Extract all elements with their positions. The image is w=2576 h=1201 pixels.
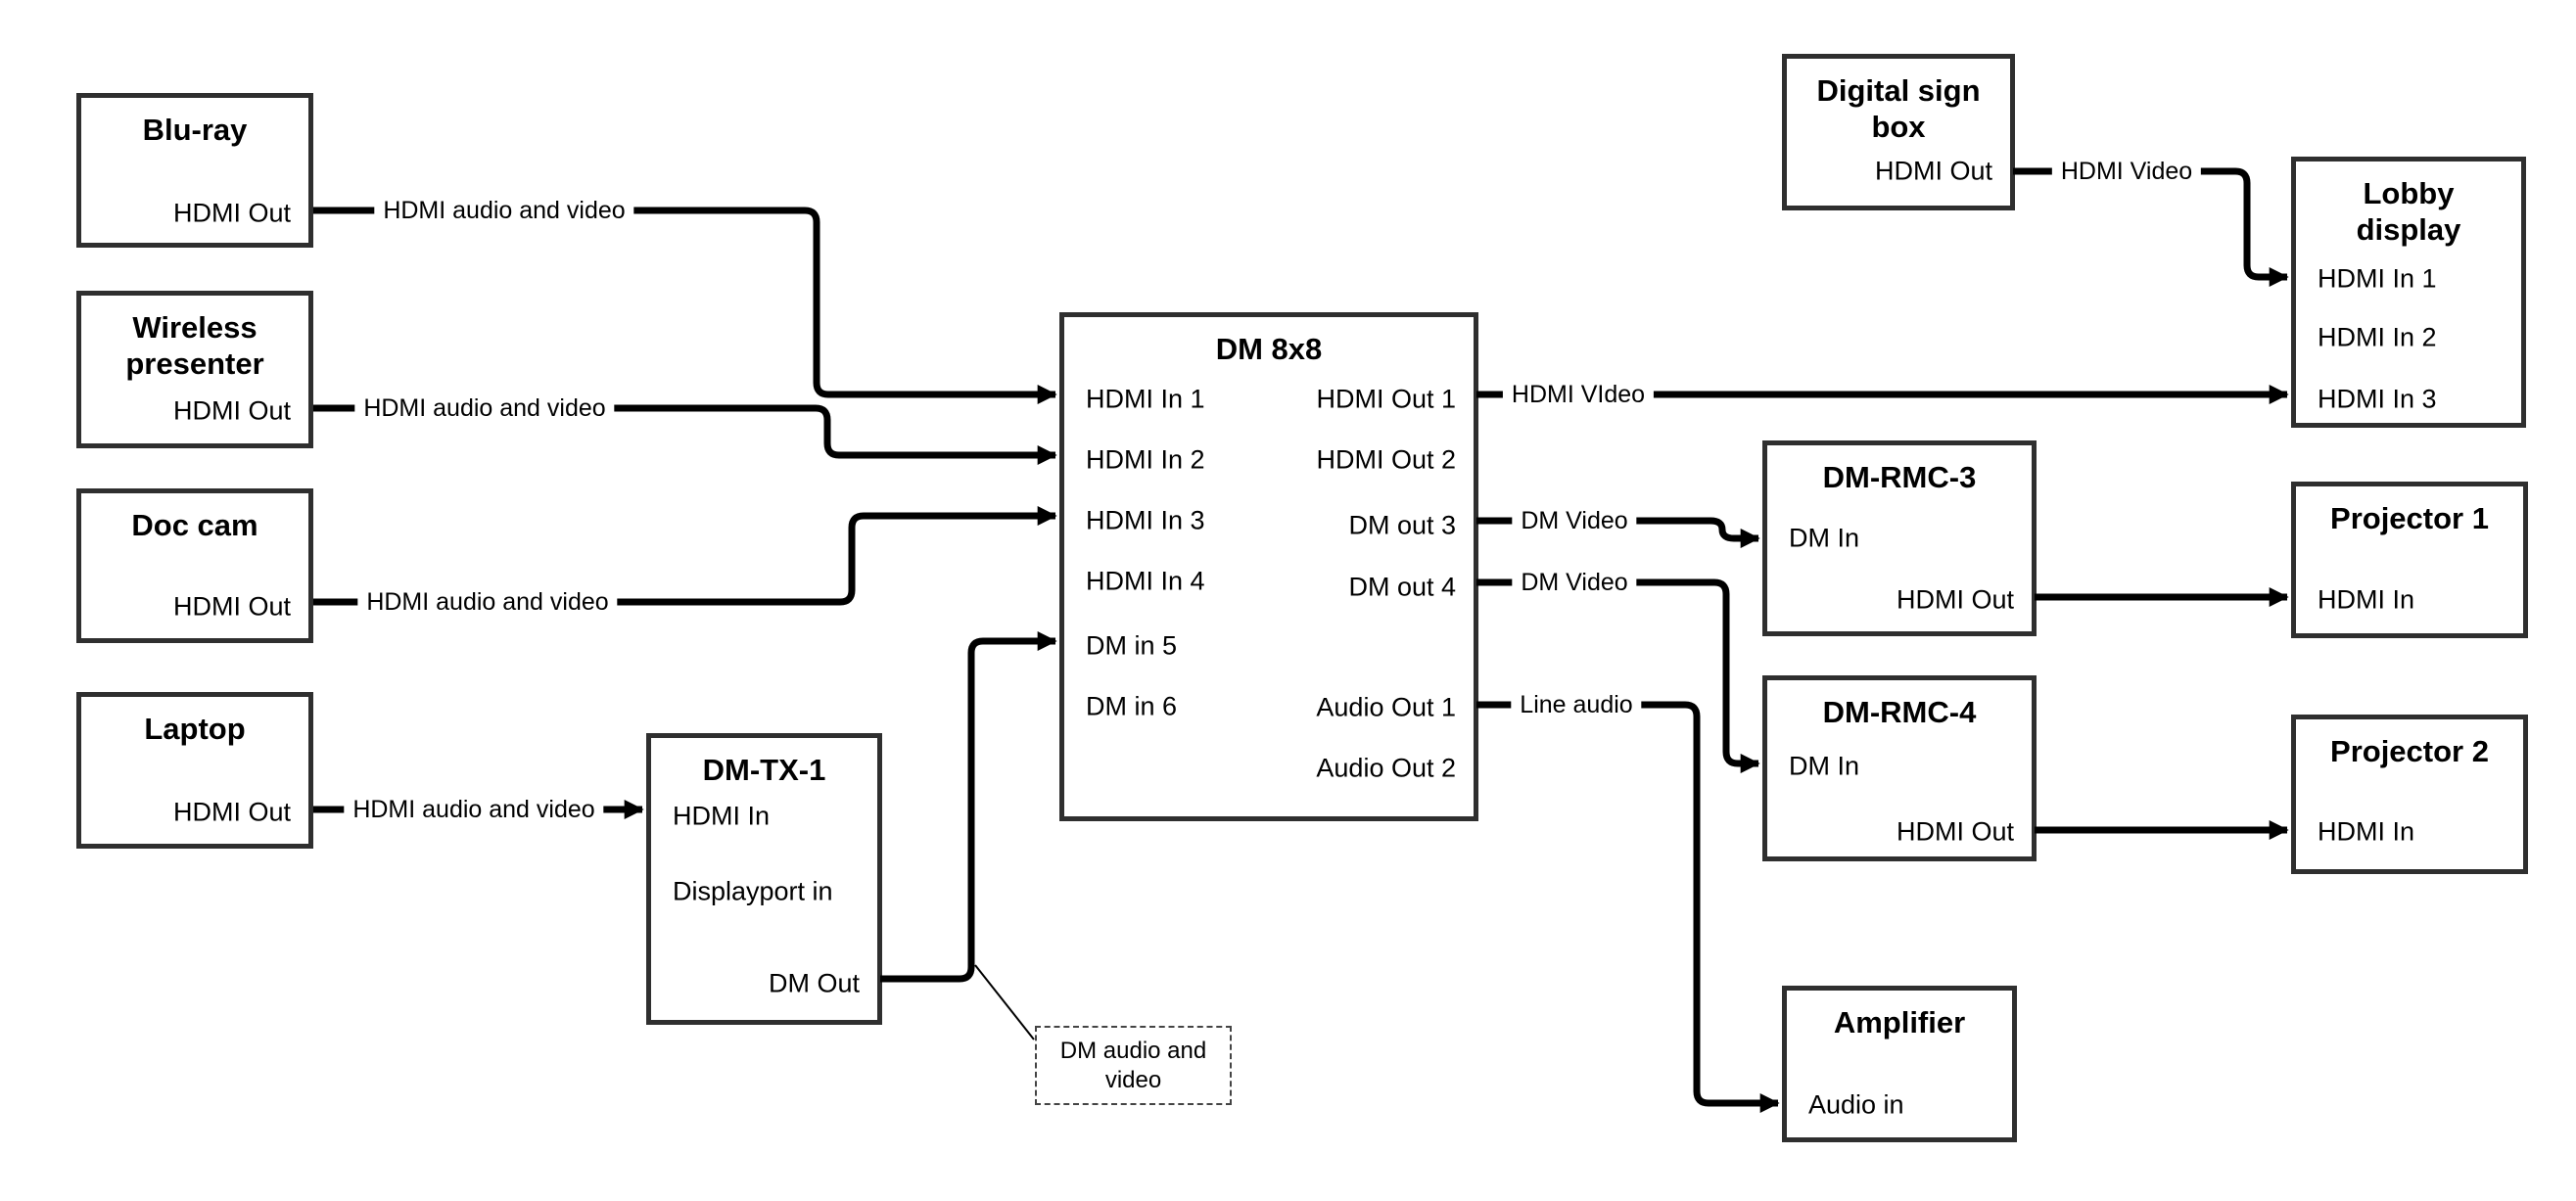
wire-label-hdmi-audio-video-1: HDMI audio and video: [374, 196, 634, 225]
device-box-lobby-display: Lobby display HDMI In 1 HDMI In 2 HDMI I…: [2291, 157, 2526, 428]
wire-label-line-audio: Line audio: [1511, 690, 1642, 719]
port-hdmi-out: HDMI Out: [1896, 584, 2014, 615]
port-hdmi-out: HDMI Out: [172, 395, 291, 426]
annotation-callout-line: [974, 964, 1035, 1040]
port-dm-in-5: DM in 5: [1086, 630, 1178, 661]
wire-dm-out-4-to-rmc4-dm-in: [1476, 578, 1760, 773]
port-dm-in-6: DM in 6: [1086, 691, 1178, 721]
device-box-bluray: Blu-ray HDMI Out: [76, 93, 313, 248]
wire-label-hdmi-audio-video-3: HDMI audio and video: [357, 587, 618, 617]
device-title: Digital sign box: [1816, 73, 1981, 144]
annotation-dm-audio-and-video: DM audio and video: [1035, 1026, 1232, 1105]
port-dm-in: DM In: [1789, 751, 1860, 781]
port-dm-out: DM Out: [768, 968, 860, 998]
device-title: Amplifier: [1833, 1005, 1966, 1039]
port-hdmi-in-1: HDMI In 1: [1086, 384, 1205, 414]
device-title: Wireless presenter: [125, 310, 264, 381]
wire-label-dm-video-2: DM Video: [1512, 568, 1637, 597]
wire-bluray-to-hdmi-in-1: [313, 207, 1057, 404]
port-dm-out-4: DM out 4: [1348, 572, 1456, 602]
wire-label-hdmi-audio-video-2: HDMI audio and video: [354, 393, 615, 423]
port-displayport-in: Displayport in: [673, 876, 833, 906]
device-box-dm-rmc-3: DM-RMC-3 DM In HDMI Out: [1762, 440, 2037, 636]
wire-label-dm-video-1: DM Video: [1512, 506, 1637, 535]
port-hdmi-in: HDMI In: [2318, 584, 2415, 615]
port-hdmi-in-2: HDMI In 2: [2318, 322, 2437, 352]
port-dm-out-3: DM out 3: [1348, 510, 1456, 540]
device-box-laptop: Laptop HDMI Out: [76, 692, 313, 849]
port-hdmi-in-3: HDMI In 3: [2318, 384, 2437, 414]
port-hdmi-out: HDMI Out: [1874, 156, 1992, 186]
device-title: DM 8x8: [1215, 332, 1323, 366]
wire-label-hdmi-video-digsign: HDMI Video: [2051, 157, 2202, 186]
annotation-text: DM audio and video: [1059, 1037, 1207, 1093]
wire-label-hdmi-audio-video-4: HDMI audio and video: [344, 795, 604, 824]
port-hdmi-out: HDMI Out: [1896, 816, 2014, 847]
device-title: DM-RMC-4: [1822, 695, 1977, 729]
port-audio-out-1: Audio Out 1: [1316, 692, 1456, 722]
device-title: DM-RMC-3: [1822, 460, 1977, 494]
device-title: Blu-ray: [142, 113, 248, 147]
device-title: Projector 2: [2330, 734, 2489, 768]
device-title: Lobby display: [2356, 176, 2461, 247]
port-hdmi-in-3: HDMI In 3: [1086, 505, 1205, 535]
device-title: Laptop: [144, 712, 246, 746]
port-hdmi-out: HDMI Out: [172, 198, 291, 228]
device-box-digital-sign-box: Digital sign box HDMI Out: [1782, 54, 2015, 210]
port-hdmi-in-1: HDMI In 1: [2318, 263, 2437, 294]
device-box-wireless-presenter: Wireless presenter HDMI Out: [76, 291, 313, 448]
device-box-amplifier: Amplifier Audio in: [1782, 986, 2017, 1142]
port-dm-in: DM In: [1789, 523, 1860, 553]
port-audio-in: Audio in: [1808, 1089, 1904, 1120]
device-title: DM-TX-1: [702, 753, 826, 787]
device-box-dm-tx-1: DM-TX-1 HDMI In Displayport in DM Out: [646, 733, 882, 1025]
port-hdmi-out-2: HDMI Out 2: [1316, 444, 1456, 475]
device-box-projector-2: Projector 2 HDMI In: [2291, 715, 2528, 874]
device-title: Doc cam: [131, 508, 258, 542]
port-hdmi-out: HDMI Out: [172, 797, 291, 827]
wire-digital-sign-to-lobby-hdmi-in-1: [2013, 167, 2289, 287]
device-box-doc-cam: Doc cam HDMI Out: [76, 488, 313, 643]
port-hdmi-in-2: HDMI In 2: [1086, 444, 1205, 475]
device-box-dm-8x8: DM 8x8 HDMI In 1 HDMI In 2 HDMI In 3 HDM…: [1059, 312, 1478, 821]
wire-dmtx1-dm-out-to-dm-in-5: [880, 631, 1057, 983]
port-audio-out-2: Audio Out 2: [1316, 753, 1456, 783]
port-hdmi-out-1: HDMI Out 1: [1316, 384, 1456, 414]
device-box-projector-1: Projector 1 HDMI In: [2291, 482, 2528, 638]
wire-label-hdmi-video-out1: HDMI VIdeo: [1502, 380, 1655, 409]
port-hdmi-out: HDMI Out: [172, 591, 291, 622]
port-hdmi-in: HDMI In: [673, 801, 771, 831]
device-title: Projector 1: [2330, 501, 2489, 535]
port-hdmi-in: HDMI In: [2318, 816, 2415, 847]
wire-audio-out-1-to-amplifier: [1476, 701, 1780, 1113]
port-hdmi-in-4: HDMI In 4: [1086, 566, 1205, 596]
device-box-dm-rmc-4: DM-RMC-4 DM In HDMI Out: [1762, 675, 2037, 861]
